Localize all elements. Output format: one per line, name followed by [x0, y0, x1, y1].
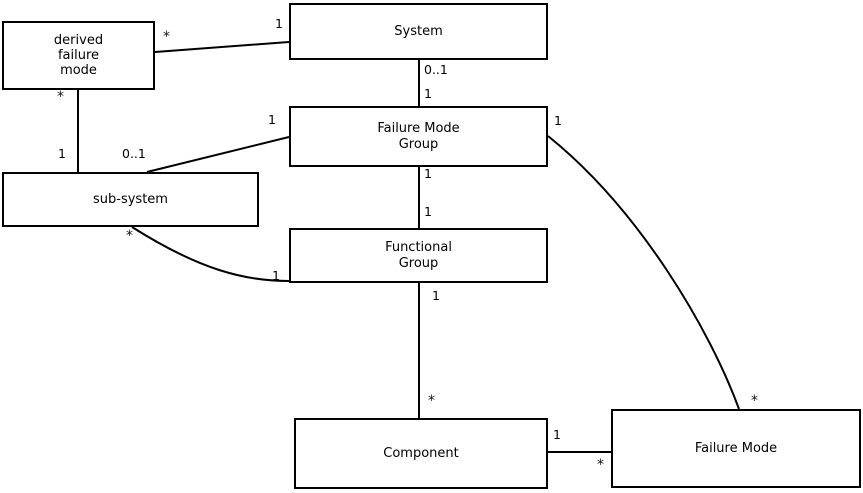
class-box-label: derived failure mode: [53, 32, 104, 79]
class-box-derived-failure-mode[interactable]: derived failure mode: [2, 21, 155, 90]
mult-fg-left-one: 1: [272, 268, 280, 283]
class-box-failure-mode[interactable]: Failure Mode: [611, 409, 861, 488]
class-box-component[interactable]: Component: [294, 418, 548, 489]
mult-dfm-bottom-star: *: [57, 89, 64, 105]
association-sub-system-to-failure-mode-group: [146, 136, 290, 173]
mult-subsystem-fmg-zero-one: 0..1: [122, 146, 146, 161]
mult-subsystem-fg-star: *: [126, 228, 133, 244]
class-box-label: Component: [383, 445, 459, 461]
mult-fmg-bottom-one: 1: [424, 166, 432, 181]
class-box-functional-group[interactable]: Functional Group: [289, 228, 548, 283]
mult-component-right-one: 1: [553, 427, 561, 442]
mult-fg-top-one: 1: [424, 204, 432, 219]
mult-dfm-system-star: *: [163, 29, 170, 45]
mult-failure-mode-top-star: *: [751, 393, 758, 409]
association-derived-failure-mode-to-system: [154, 41, 290, 53]
mult-system-bottom: 0..1: [424, 62, 448, 77]
mult-fmg-left-one: 1: [268, 112, 276, 127]
association-sub-system-to-functional-group: [131, 226, 290, 282]
class-box-label: sub-system: [93, 191, 168, 207]
class-box-failure-mode-group[interactable]: Failure Mode Group: [289, 106, 548, 167]
association-failure-mode-group-to-failure-mode: [547, 135, 740, 410]
mult-system-left-one: 1: [275, 16, 283, 31]
mult-subsystem-top-one: 1: [58, 146, 66, 161]
mult-fmg-top: 1: [424, 86, 432, 101]
class-box-sub-system[interactable]: sub-system: [2, 172, 259, 227]
class-box-system[interactable]: System: [289, 3, 548, 60]
mult-fmg-right-one: 1: [554, 113, 562, 128]
mult-failure-mode-left-star: *: [597, 457, 604, 473]
class-box-label: Failure Mode: [694, 440, 778, 456]
mult-fg-component-one: 1: [432, 288, 440, 303]
class-box-label: Failure Mode Group: [377, 121, 460, 152]
class-box-label: System: [394, 23, 443, 39]
mult-component-top-star: *: [428, 393, 435, 409]
class-box-label: Functional Group: [385, 240, 452, 271]
